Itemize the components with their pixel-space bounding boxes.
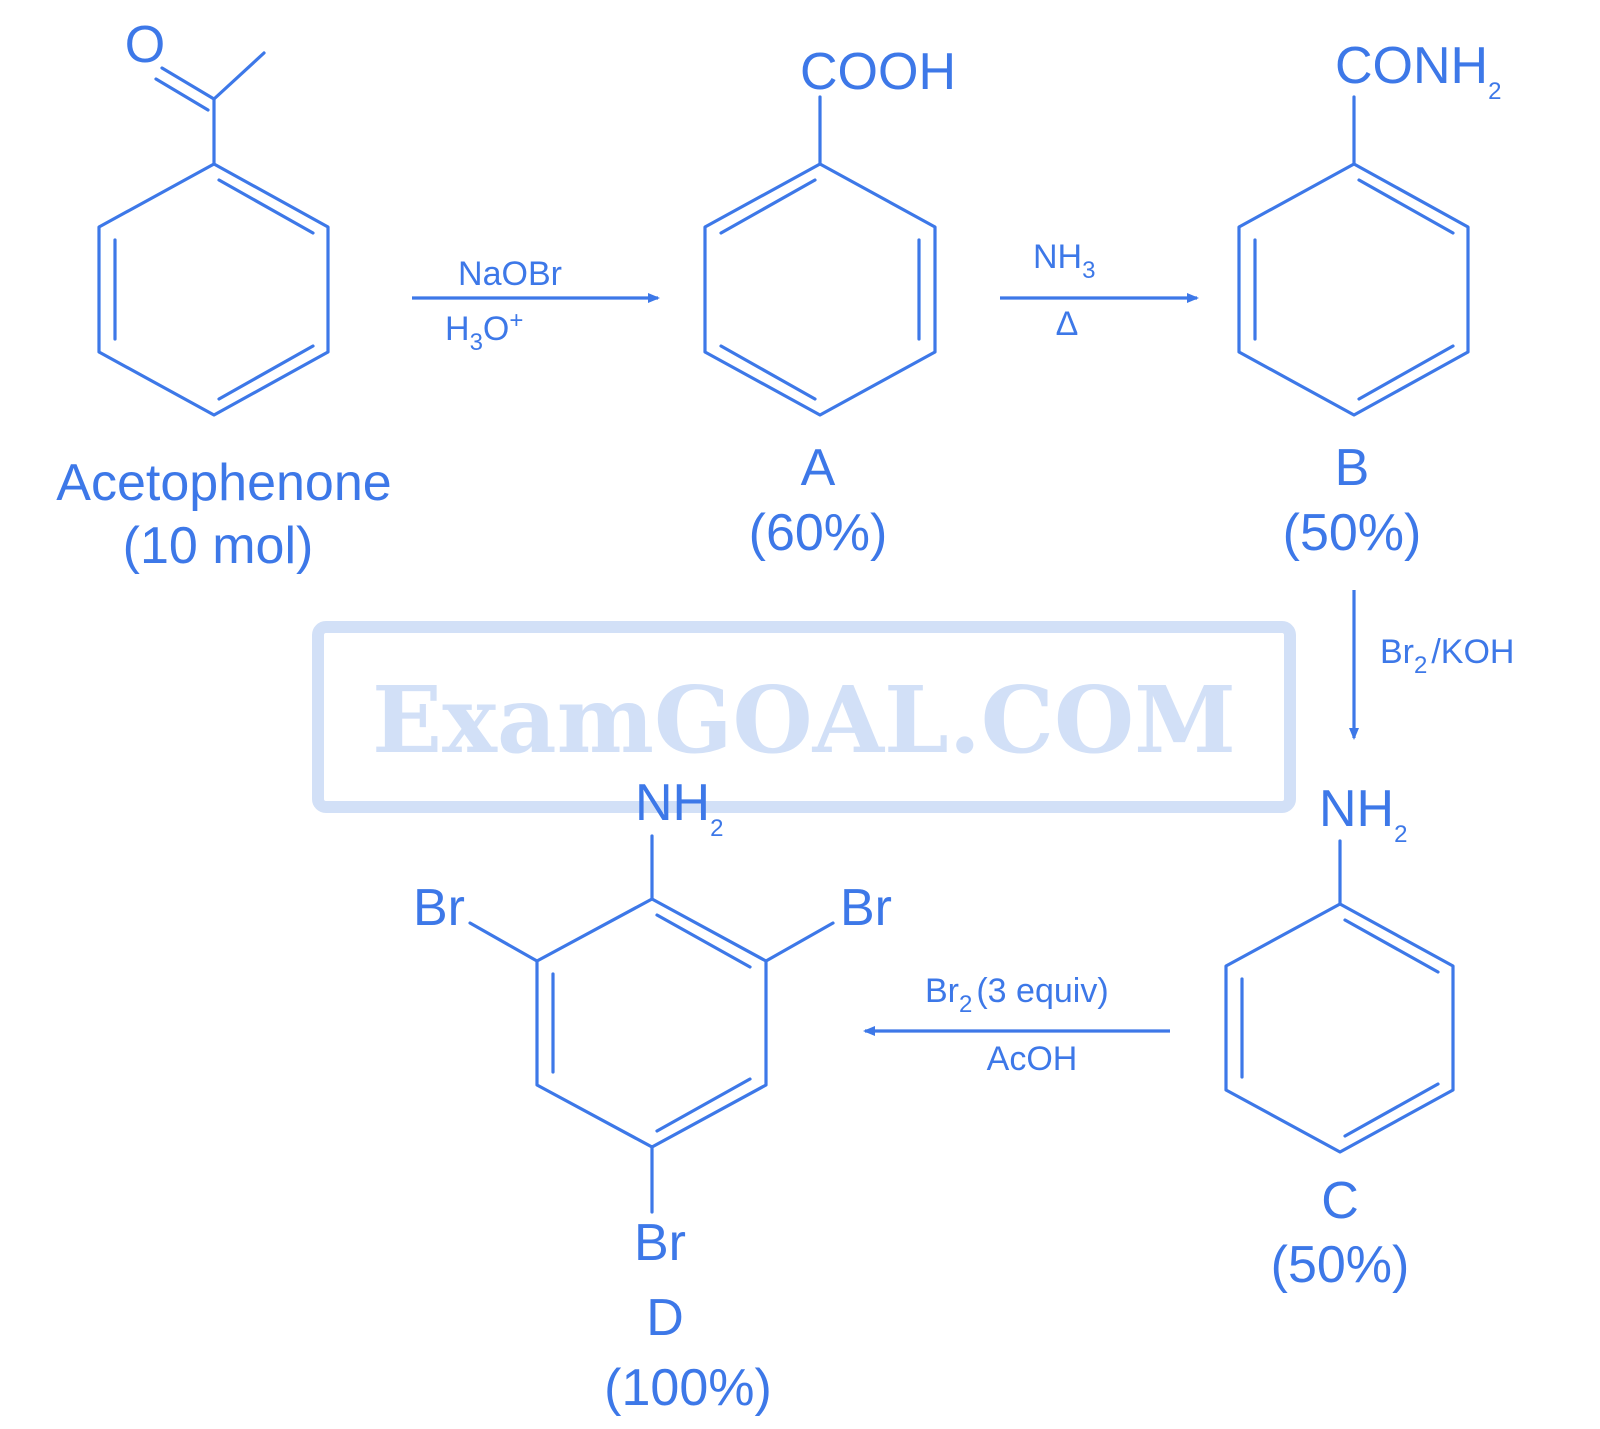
carbonyl-oxygen: O	[125, 16, 165, 74]
watermark-text: ExamGOAL.COM	[372, 666, 1236, 774]
product-d-br-left: Br	[413, 879, 465, 937]
step1-reagent-bottom: H3O+	[445, 307, 523, 356]
product-a-yield: (60%)	[749, 504, 888, 562]
product-b-yield: (50%)	[1283, 504, 1422, 562]
step2-reagent-bottom: Δ	[1056, 305, 1079, 343]
step2-reagent-top: NH3	[1033, 238, 1095, 284]
product-d-br-right: Br	[840, 879, 892, 937]
product-c-group: NH2	[1319, 780, 1407, 848]
product-d-br-bottom: Br	[634, 1214, 686, 1272]
product-b-label: B	[1335, 439, 1370, 497]
product-d-yield: (100%)	[604, 1359, 772, 1417]
step4-reagent-bottom: AcOH	[987, 1040, 1078, 1078]
step3-reagent: Br2/KOH	[1380, 633, 1514, 679]
product-d-label: D	[646, 1289, 684, 1347]
product-b-structure	[1237, 95, 1470, 417]
start-amount: (10 mol)	[123, 517, 314, 575]
step1-reagent-top: NaOBr	[458, 255, 562, 293]
product-b-group: CONH2	[1335, 37, 1501, 105]
step4-reagent-top: Br2(3 equiv)	[925, 972, 1109, 1018]
start-name: Acetophenone	[56, 454, 391, 512]
product-d-structure	[468, 834, 835, 1214]
product-a-group: COOH	[800, 43, 956, 101]
product-a-structure	[703, 95, 937, 417]
product-c-label: C	[1321, 1172, 1359, 1230]
product-c-structure	[1224, 839, 1455, 1154]
acetophenone-structure: O	[97, 16, 330, 417]
watermark: ExamGOAL.COM	[312, 621, 1296, 813]
product-d-group: NH2	[635, 774, 723, 842]
product-a-label: A	[801, 439, 836, 497]
product-c-yield: (50%)	[1271, 1236, 1410, 1294]
